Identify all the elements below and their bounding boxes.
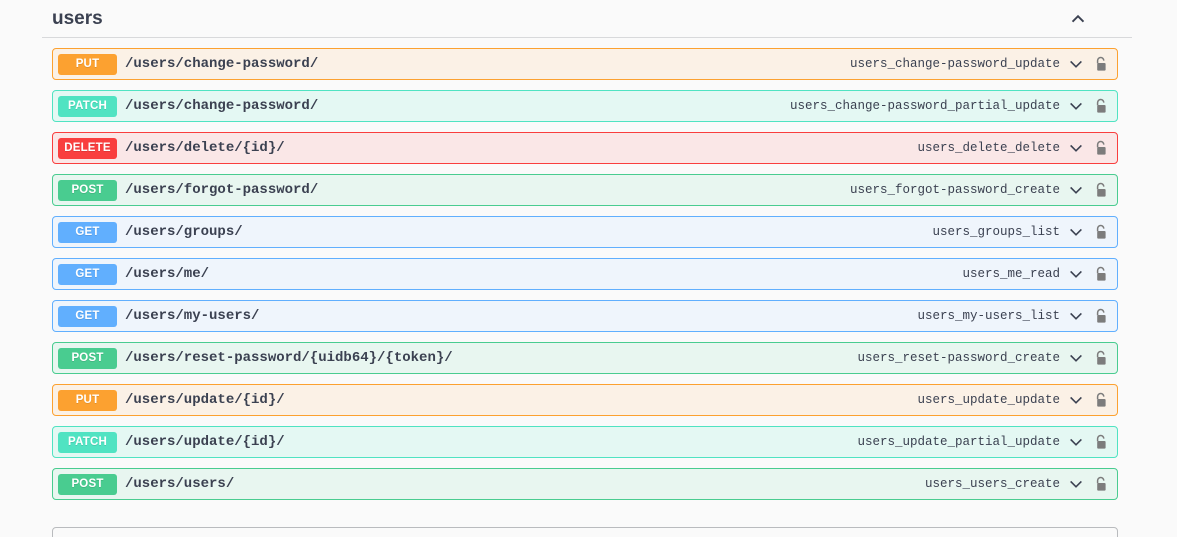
opblock-summary-post-users_users_create[interactable]: POST/users/users/users_users_create	[52, 468, 1118, 500]
unlocked-padlock-icon[interactable]	[1092, 306, 1110, 326]
unlocked-padlock-icon[interactable]	[1092, 222, 1110, 242]
http-method-badge: PUT	[58, 389, 117, 411]
chevron-down-icon[interactable]	[1066, 390, 1086, 410]
endpoint-path: /users/users/	[125, 476, 235, 492]
chevron-down-icon[interactable]	[1066, 432, 1086, 452]
endpoint-path: /users/my-users/	[125, 308, 260, 324]
chevron-down-icon[interactable]	[1066, 138, 1086, 158]
opblock-summary-put-users_change-password_update[interactable]: PUT/users/change-password/users_change-p…	[52, 48, 1118, 80]
opblock-tag-header-users[interactable]: users	[42, 0, 1132, 38]
chevron-down-icon[interactable]	[1066, 306, 1086, 326]
http-method-badge: POST	[58, 473, 117, 495]
operation-id: users_change-password_update	[849, 57, 1060, 71]
chevron-down-icon[interactable]	[1066, 222, 1086, 242]
operations-list: PUT/users/change-password/users_change-p…	[42, 38, 1132, 500]
unlocked-padlock-icon[interactable]	[1092, 180, 1110, 200]
http-method-badge: PATCH	[58, 431, 117, 453]
chevron-up-icon[interactable]	[1068, 9, 1088, 29]
chevron-down-icon[interactable]	[1066, 96, 1086, 116]
endpoint-path: /users/forgot-password/	[125, 182, 319, 198]
http-method-badge: POST	[58, 179, 117, 201]
operation-id: users_users_create	[924, 477, 1060, 491]
endpoint-path: /users/groups/	[125, 224, 243, 240]
opblock-summary-post-users_forgot-password_create[interactable]: POST/users/forgot-password/users_forgot-…	[52, 174, 1118, 206]
endpoint-path: /users/update/{id}/	[125, 392, 285, 408]
unlocked-padlock-icon[interactable]	[1092, 432, 1110, 452]
http-method-badge: GET	[58, 305, 117, 327]
http-method-badge: PUT	[58, 53, 117, 75]
opblock-tag-section-users: users PUT/users/change-password/users_ch…	[42, 0, 1132, 510]
opblock-summary-post-users_reset-password_create[interactable]: POST/users/reset-password/{uidb64}/{toke…	[52, 342, 1118, 374]
endpoint-path: /users/update/{id}/	[125, 434, 285, 450]
operation-id: users_delete_delete	[917, 141, 1060, 155]
endpoint-path: /users/change-password/	[125, 98, 319, 114]
operation-id: users_change-password_partial_update	[789, 99, 1060, 113]
operation-id: users_forgot-password_create	[849, 183, 1060, 197]
operation-id: users_me_read	[962, 267, 1060, 281]
chevron-down-icon[interactable]	[1066, 474, 1086, 494]
http-method-badge: PATCH	[58, 95, 117, 117]
page-title: users	[52, 7, 103, 29]
unlocked-padlock-icon[interactable]	[1092, 96, 1110, 116]
unlocked-padlock-icon[interactable]	[1092, 54, 1110, 74]
opblock-summary-delete-users_delete_delete[interactable]: DELETE/users/delete/{id}/ users_delete_de…	[52, 132, 1118, 164]
http-method-badge: GET	[58, 221, 117, 243]
endpoint-path: /users/reset-password/{uidb64}/{token}/	[125, 350, 453, 366]
chevron-down-icon[interactable]	[1066, 348, 1086, 368]
opblock-summary-get-users_me_read[interactable]: GET/users/me/users_me_read	[52, 258, 1118, 290]
opblock-summary-put-users_update_update[interactable]: PUT/users/update/{id}/ users_update_updat…	[52, 384, 1118, 416]
operation-id: users_groups_list	[932, 225, 1060, 239]
endpoint-path: /users/me/	[125, 266, 210, 282]
endpoint-path: /users/change-password/	[125, 56, 319, 72]
operation-id: users_my-users_list	[917, 309, 1060, 323]
opblock-summary-patch-users_update_partial_update[interactable]: PATCH/users/update/{id}/ users_update_par…	[52, 426, 1118, 458]
chevron-down-icon[interactable]	[1066, 54, 1086, 74]
operation-id: users_update_partial_update	[857, 435, 1060, 449]
unlocked-padlock-icon[interactable]	[1092, 138, 1110, 158]
http-method-badge: DELETE	[58, 137, 117, 159]
unlocked-padlock-icon[interactable]	[1092, 474, 1110, 494]
http-method-badge: GET	[58, 263, 117, 285]
operation-id: users_reset-password_create	[857, 351, 1060, 365]
opblock-summary-get-users_my-users_list[interactable]: GET/users/my-users/users_my-users_list	[52, 300, 1118, 332]
chevron-down-icon[interactable]	[1066, 180, 1086, 200]
chevron-down-icon[interactable]	[1066, 264, 1086, 284]
http-method-badge: POST	[58, 347, 117, 369]
next-tag-section-placeholder[interactable]	[52, 527, 1118, 537]
unlocked-padlock-icon[interactable]	[1092, 348, 1110, 368]
unlocked-padlock-icon[interactable]	[1092, 390, 1110, 410]
operation-id: users_update_update	[917, 393, 1060, 407]
endpoint-path: /users/delete/{id}/	[125, 140, 285, 156]
unlocked-padlock-icon[interactable]	[1092, 264, 1110, 284]
opblock-summary-get-users_groups_list[interactable]: GET/users/groups/users_groups_list	[52, 216, 1118, 248]
opblock-summary-patch-users_change-password_partial_update[interactable]: PATCH/users/change-password/users_change…	[52, 90, 1118, 122]
